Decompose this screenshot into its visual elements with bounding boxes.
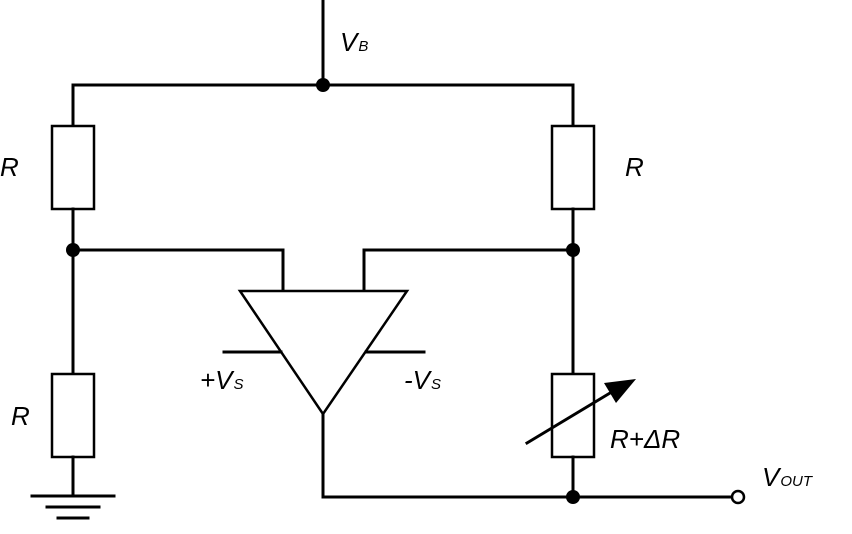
label-resistor-top-right: R	[625, 152, 644, 182]
label-opamp-positive-supply: +VS	[200, 365, 244, 395]
opamp-right-input-wire	[362, 248, 575, 293]
output-junction-dot	[566, 490, 580, 504]
label-output: VOUT	[762, 462, 814, 492]
resistor-top-right	[550, 124, 596, 211]
supply-label: VB	[340, 27, 368, 57]
label-resistor-bottom-left: R	[11, 401, 30, 431]
output-terminal-icon	[730, 489, 746, 505]
top-junction-dot	[316, 78, 330, 92]
resistor-bottom-left	[50, 372, 96, 459]
opamp-output-wire	[321, 412, 735, 499]
label-resistor-variable: R+ΔR	[610, 424, 680, 454]
label-resistor-top-left: R	[0, 152, 19, 182]
resistor-top-left	[50, 124, 96, 211]
label-opamp-negative-supply: -VS	[404, 365, 441, 395]
opamp-left-input-wire	[71, 248, 285, 293]
variable-arrow-icon	[524, 379, 636, 446]
ground-icon	[30, 494, 116, 520]
